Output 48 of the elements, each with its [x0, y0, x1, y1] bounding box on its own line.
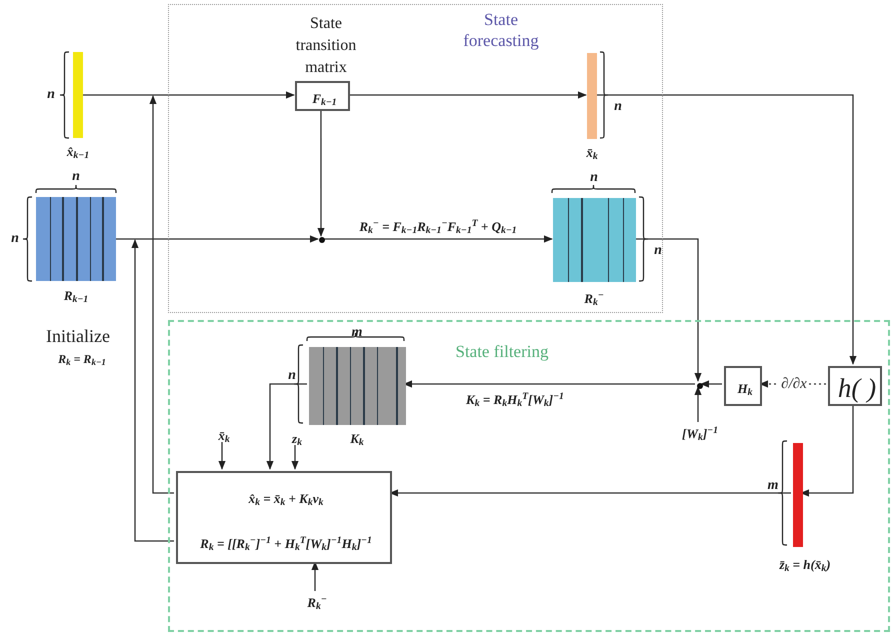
input-label: [W$_{k}$]$^{−1}$ [670, 424, 730, 446]
dimension-label: n [72, 170, 80, 184]
formula: F$_{k−1}$ [312, 92, 337, 104]
heading: State transition matrix [294, 14, 358, 78]
arrow [266, 383, 307, 470]
dimension-label: n [590, 171, 598, 185]
dimension-label: m [352, 326, 362, 340]
arrow [83, 91, 295, 99]
formula: x̂$_{k}$ = x̄$_{k}$ + K$_{k}$v$_{k}$ [248, 492, 324, 504]
vector-label: x̄$_{k}$ [586, 146, 598, 158]
dimension-label: n [614, 100, 622, 114]
arrow [149, 95, 174, 494]
note-text: Initialize [46, 327, 110, 345]
matrix-label: K$_{k}$ [350, 432, 364, 444]
update-box [176, 471, 392, 564]
edge-label: ∂/∂x [779, 376, 809, 392]
arrow [596, 94, 857, 365]
arrow [291, 445, 299, 470]
matrix-box [724, 366, 762, 406]
edge-label: R$_{k}$$^{−}$ = F$_{k−1}$R$_{k−1}$$^{−}$F$_{k−1}$$^{T}$ + Q$_{k−1}$ [357, 220, 519, 232]
arrow [218, 442, 226, 470]
dimension-label: n [654, 244, 662, 258]
vector-label: x̂$_{k−1}$ [66, 144, 90, 158]
region-title: State filtering [455, 340, 548, 362]
dimension-label: n [47, 88, 55, 102]
arrow [635, 238, 702, 382]
arrow [317, 110, 325, 237]
dimension-label: n [11, 232, 19, 246]
input-label: x̄$_{k}$ [212, 426, 236, 444]
vector-label: z̄$_{k}$ = h(x̄$_{k}$) [779, 558, 831, 570]
function-label: h( ) [838, 374, 876, 402]
dimension-label: n [288, 369, 296, 383]
arrow [131, 239, 174, 542]
region-title: State forecasting [462, 9, 540, 51]
matrix-label: R$_{k−1}$ [64, 288, 88, 302]
formula: H$_{k}$ [738, 382, 752, 394]
arrow [116, 235, 319, 243]
arrow [694, 386, 702, 422]
dimension-label: m [768, 479, 778, 493]
formula: R$_{k}$ = R$_{k−1}$ [58, 353, 106, 365]
arrow [349, 91, 587, 99]
arrow [324, 235, 553, 243]
input-label: z$_{k}$ [286, 429, 308, 447]
dashed-region [168, 320, 890, 632]
edge-label: K$_{k}$ = R$_{k}$H$_{k}$$^{T}$[W$_{k}$]$^{−1}$ [464, 392, 566, 406]
formula: R$_{k}$ = [[R$_{k}$$^{−}$]$^{−1}$ + H$_{k}$$^{T}$[W$_{k}$]$^{−1}$H$_{k}$]$^{−1}$ [200, 536, 372, 550]
arrow [700, 380, 722, 388]
function-box [828, 366, 882, 406]
